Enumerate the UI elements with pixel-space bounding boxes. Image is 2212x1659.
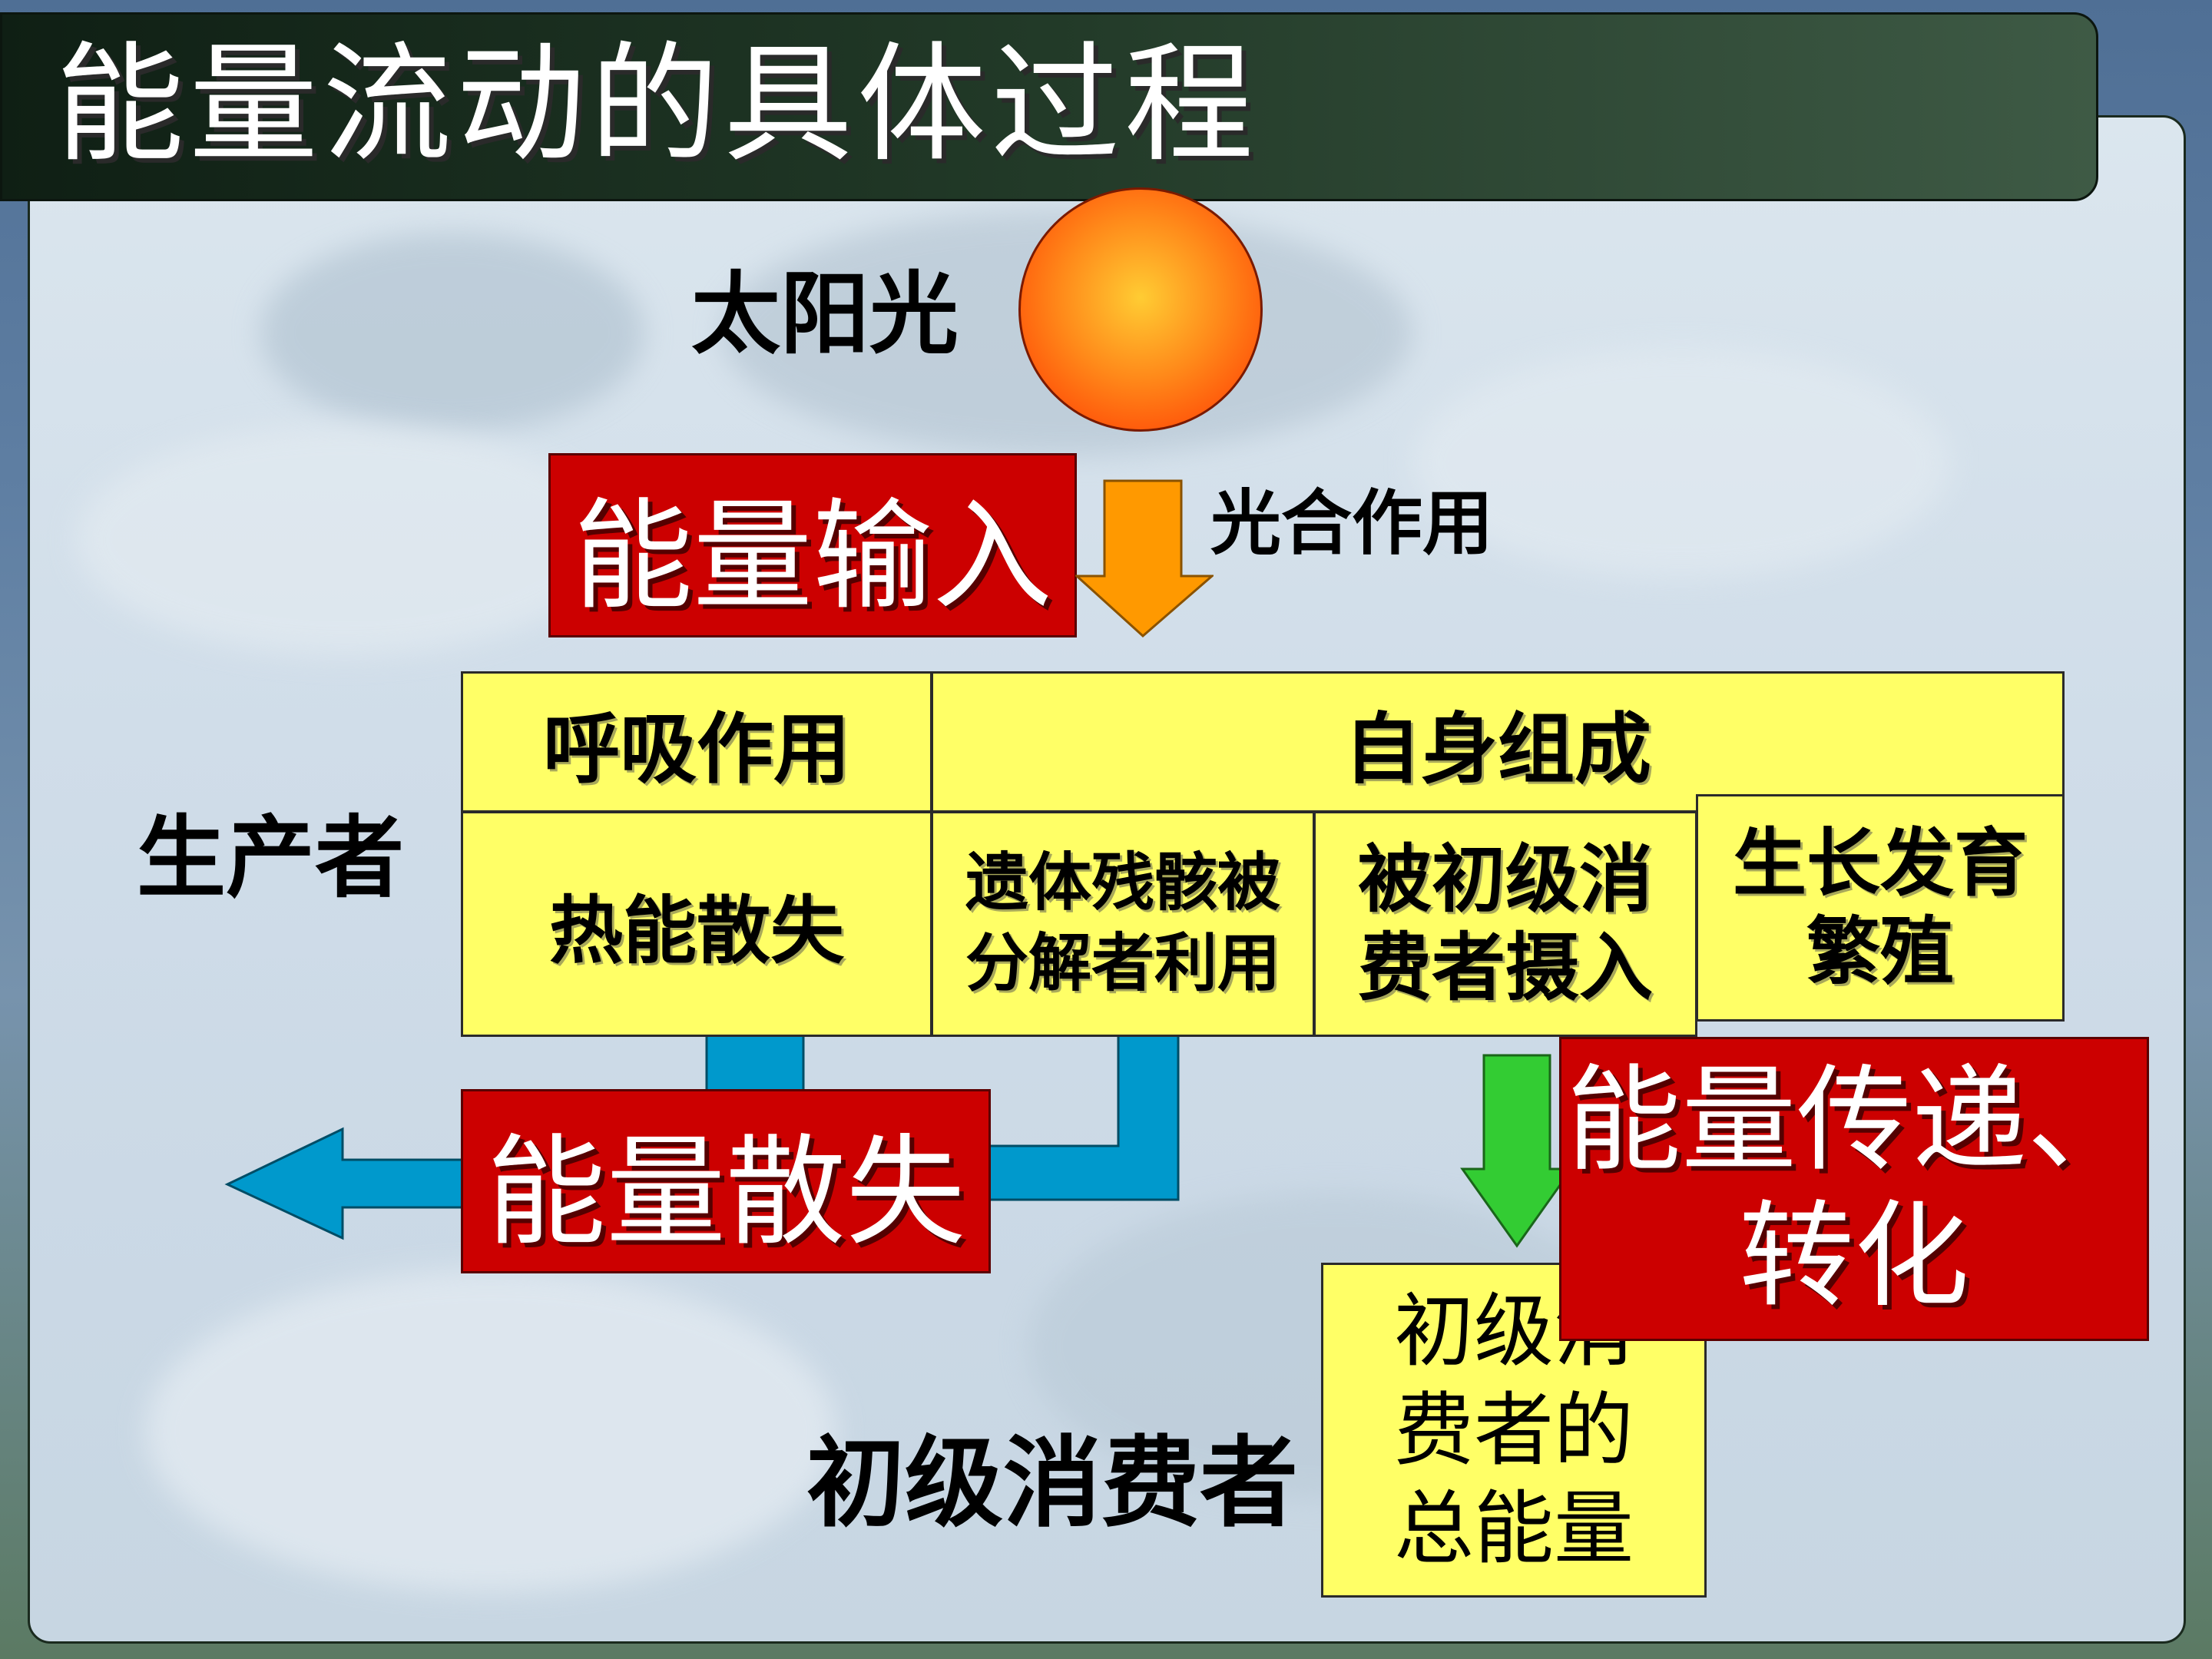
growth-cell: 生长发育 繁殖 (1696, 794, 2065, 1022)
growth-text-line1: 生长发育 (1733, 820, 2028, 908)
energy-input-arrow (1075, 478, 1214, 639)
growth-text-line2: 繁殖 (1806, 908, 1954, 996)
energy-transfer-arrow (1459, 1052, 1575, 1250)
energy-input-callout: 能量输入 (548, 453, 1077, 637)
ingested-text-line2: 费者摄入 (1358, 924, 1653, 1012)
consumer-box-line3: 总能量 (1394, 1479, 1634, 1578)
energy-loss-callout: 能量散失 (461, 1089, 991, 1273)
decomposed-text-line1: 遗体残骸被 (965, 843, 1280, 924)
heat-loss-cell: 热能散失 (461, 811, 932, 1037)
sunlight-label: 太阳光 (691, 270, 959, 359)
self-composition-cell: 自身组成 (931, 671, 2065, 813)
decomposed-text-line2: 分解者利用 (965, 924, 1280, 1005)
self-composition-text: 自身组成 (1344, 687, 1651, 798)
respiration-text: 呼吸作用 (543, 687, 850, 798)
energy-transfer-line1: 能量传递、 (1566, 1053, 2142, 1189)
decomposed-cell: 遗体残骸被 分解者利用 (931, 811, 1315, 1037)
consumer-box-line2: 费者的 (1394, 1381, 1634, 1480)
energy-transfer-callout: 能量传递、 转化 (1559, 1037, 2149, 1341)
photosynthesis-label: 光合作用 (1210, 488, 1493, 559)
energy-transfer-line2: 转化 (1739, 1189, 1969, 1325)
primary-consumer-label: 初级消费者 (806, 1435, 1298, 1533)
ingested-text-line1: 被初级消 (1358, 836, 1653, 924)
sun-icon (1018, 187, 1263, 432)
heat-loss-text: 热能散失 (549, 871, 844, 978)
respiration-cell: 呼吸作用 (461, 671, 932, 813)
slide-title: 能量流动的具体过程 (55, 40, 1258, 169)
producer-label: 生产者 (137, 814, 404, 903)
ingested-cell: 被初级消 费者摄入 (1313, 811, 1697, 1037)
